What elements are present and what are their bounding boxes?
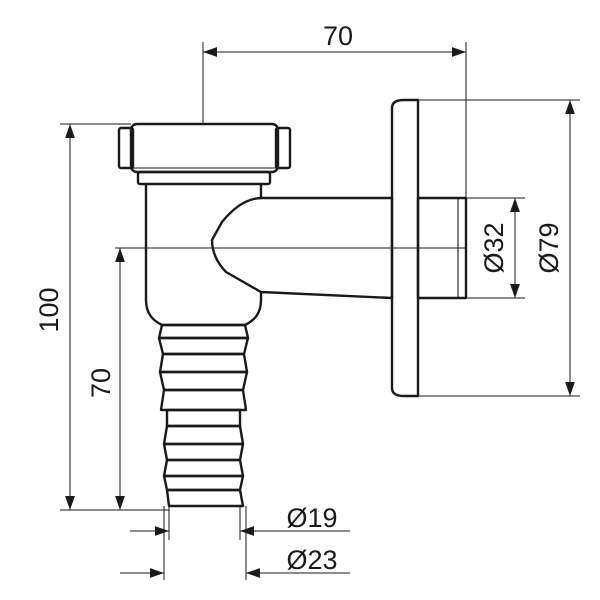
dim-hose-inner-diameter: Ø19 xyxy=(286,503,337,533)
dim-overall-length: 70 xyxy=(323,21,353,51)
dim-flange-diameter: Ø79 xyxy=(534,222,564,273)
dimension-labels: 70 100 70 Ø32 Ø79 Ø19 Ø23 xyxy=(34,21,564,575)
union-nut xyxy=(117,122,292,186)
dimension-lines xyxy=(60,42,580,580)
dim-inlet-height: 70 xyxy=(86,368,116,398)
dim-hose-outer-diameter: Ø23 xyxy=(286,545,337,575)
dim-overall-height: 100 xyxy=(34,287,64,332)
siphon-part xyxy=(117,98,468,508)
dim-outlet-diameter: Ø32 xyxy=(479,222,509,273)
hose-connector xyxy=(157,323,250,508)
siphon-body xyxy=(144,182,394,327)
